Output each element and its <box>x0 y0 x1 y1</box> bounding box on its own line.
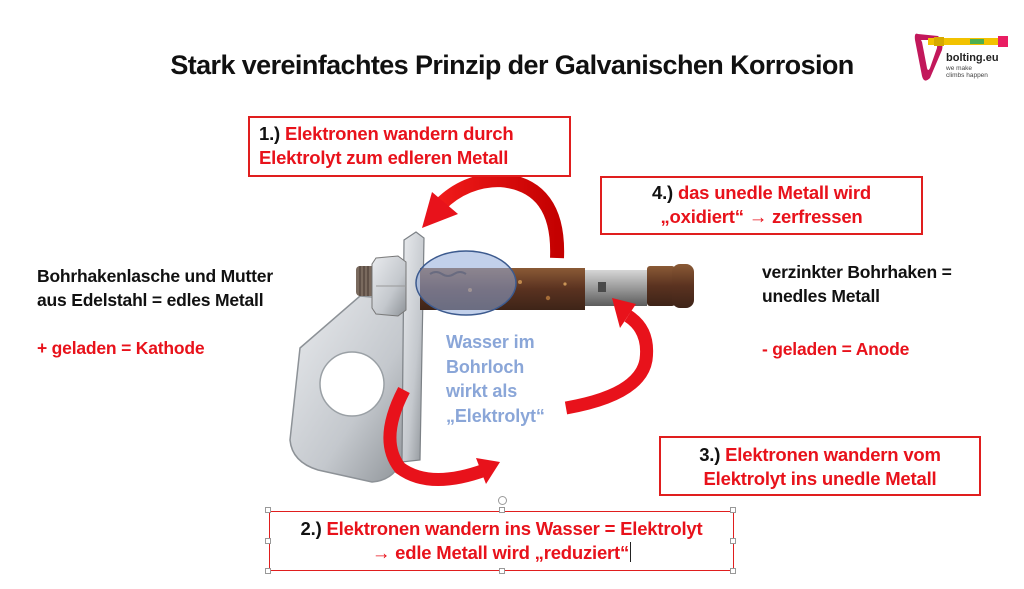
step-2-line1: Elektronen wandern ins Wasser = Elektrol… <box>326 518 703 539</box>
hanger-plate <box>289 231 425 483</box>
step-1-line1: Elektronen wandern durch <box>284 123 514 144</box>
logo-tagline: we make climbs happen <box>946 65 988 79</box>
arrow-step-3 <box>564 298 654 415</box>
step-1-line2: Elektrolyt zum edleren Metall <box>259 147 509 168</box>
arrow-step-1 <box>422 172 565 259</box>
electrolyte-ellipse <box>415 250 517 316</box>
logo-name: bolting.eu <box>946 52 999 64</box>
electrolyte-line4: „Elektrolyt“ <box>446 405 545 426</box>
step-4-number: 4.) <box>652 182 674 203</box>
step-3-number: 3.) <box>699 444 721 465</box>
step-4-line1: das unedle Metall wird <box>677 182 871 203</box>
arrow-step-2 <box>383 387 500 486</box>
rotate-handle-icon[interactable] <box>498 496 507 505</box>
step-3-line2: Elektrolyt ins unedle Metall <box>703 468 937 489</box>
step-2-number: 2.) <box>300 518 322 539</box>
expansion-sleeve <box>585 264 694 308</box>
electrolyte-line3: wirkt als <box>446 381 518 401</box>
electrolyte-line2: Bohrloch <box>446 356 525 377</box>
threaded-rod-end <box>356 266 376 296</box>
step-3-line1: Elektronen wandern vom <box>725 444 941 465</box>
bolting-logo <box>912 28 1012 88</box>
logo-tagline-line1: we make <box>946 65 973 72</box>
step-1-number: 1.) <box>259 123 280 144</box>
left-label-line1: Bohrhakenlasche und Mutter <box>37 266 273 286</box>
resize-handle-w[interactable] <box>265 538 271 544</box>
resize-handle-s[interactable] <box>499 568 505 574</box>
carabiner-bolt-icon <box>914 33 1008 81</box>
left-label-line2: aus Edelstahl = edles Metall <box>37 290 264 310</box>
left-label: Bohrhakenlasche und Mutter aus Edelstahl… <box>37 264 273 360</box>
step-2-line2: → edle Metall wird „reduziert“ <box>371 542 630 563</box>
text-cursor <box>630 542 632 562</box>
right-label-charge: - geladen = Anode <box>762 339 910 359</box>
resize-handle-n[interactable] <box>499 507 505 513</box>
resize-handle-ne[interactable] <box>730 507 736 513</box>
step-3-box: 3.) Elektronen wandern vom Elektrolyt in… <box>659 436 981 496</box>
right-label: verzinkter Bohrhaken = unedles Metall - … <box>762 260 952 361</box>
step-2-box[interactable]: 2.) Elektronen wandern ins Wasser = Elek… <box>269 511 734 571</box>
resize-handle-se[interactable] <box>730 568 736 574</box>
resize-handle-e[interactable] <box>730 538 736 544</box>
right-label-line2: unedles Metall <box>762 286 880 306</box>
slide-title: Stark vereinfachtes Prinzip der Galvanis… <box>170 50 854 80</box>
electrolyte-label: Wasser im Bohrloch wirkt als „Elektrolyt… <box>446 330 545 428</box>
logo-tagline-line2: climbs happen <box>946 72 988 79</box>
step-4-line2: „oxidiert“ → zerfressen <box>660 206 863 227</box>
right-label-line1: verzinkter Bohrhaken = <box>762 262 952 282</box>
step-1-box: 1.) Elektronen wandern durch Elektrolyt … <box>248 116 571 177</box>
step-4-box: 4.) das unedle Metall wird „oxidiert“ → … <box>600 176 923 235</box>
resize-handle-nw[interactable] <box>265 507 271 513</box>
resize-handle-sw[interactable] <box>265 568 271 574</box>
left-label-charge: + geladen = Kathode <box>37 338 205 358</box>
hex-nut <box>371 255 407 317</box>
electrolyte-line1: Wasser im <box>446 332 535 352</box>
